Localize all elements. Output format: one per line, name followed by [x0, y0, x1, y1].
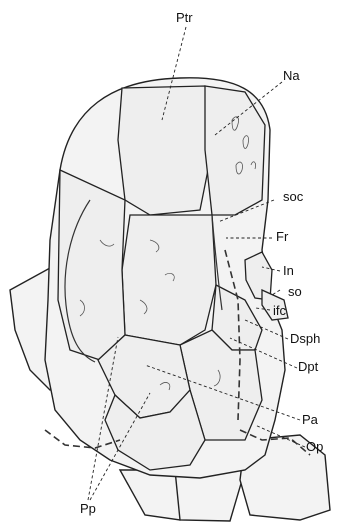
label-op: Op — [306, 440, 323, 453]
left-lateral-plate — [58, 170, 125, 360]
label-na: Na — [283, 69, 300, 82]
label-soc: soc — [283, 190, 303, 203]
leader-so — [272, 290, 280, 295]
label-ptr: Ptr — [176, 11, 193, 24]
label-pa: Pa — [302, 413, 318, 426]
label-in: In — [283, 264, 294, 277]
postrostral-plate — [118, 86, 212, 215]
label-pp: Pp — [80, 502, 96, 515]
label-dsph: Dsph — [290, 332, 320, 345]
label-so: so — [288, 285, 302, 298]
label-dpt: Dpt — [298, 360, 318, 373]
frontal-plate — [122, 215, 216, 345]
label-fr: Fr — [276, 230, 288, 243]
label-ifc: ifc — [273, 304, 286, 317]
